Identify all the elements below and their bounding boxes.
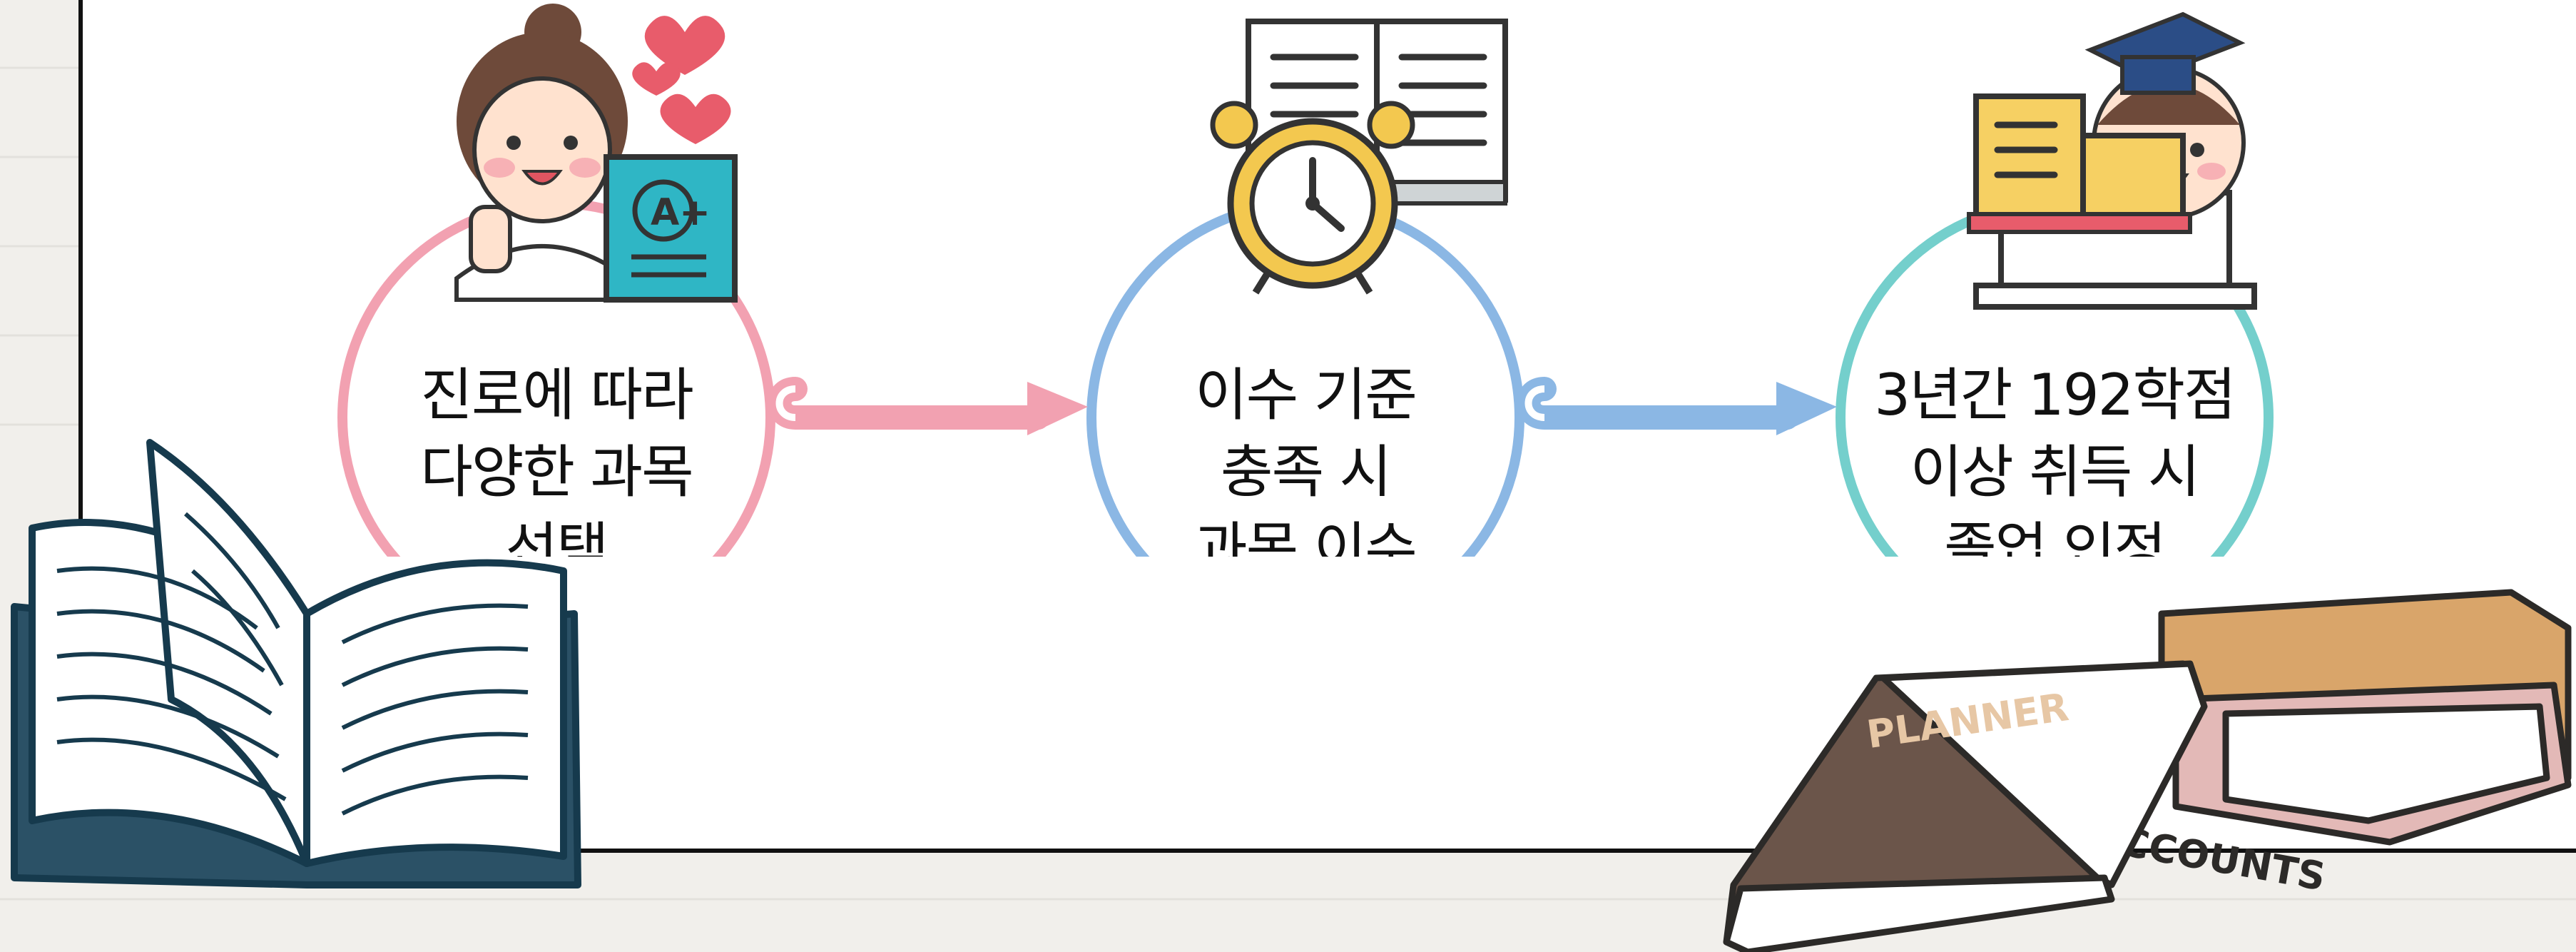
arrow-2-icon [1516, 377, 1837, 435]
step3-line2: 이상 취득 시 [1910, 439, 2201, 505]
student-with-grade-card-icon: A+ [454, 4, 738, 303]
white-overlay-strip [325, 557, 2393, 664]
step2-line1: 이수 기준 [1195, 362, 1417, 428]
arrow-1-icon [767, 377, 1088, 435]
step1-line2: 다양한 과목 [420, 439, 693, 505]
step3-line1: 3년간 192학점 [1874, 362, 2236, 428]
grade-card-text: A+ [651, 191, 711, 234]
step2-line2: 충족 시 [1220, 439, 1392, 505]
alarm-clock-and-book-icon [1210, 19, 1508, 295]
step1-line1: 진로에 따라 [420, 362, 693, 428]
open-books-illustration [11, 439, 581, 888]
stacked-books-illustration: ACCOUNTS PLANNER [1723, 589, 2572, 952]
graduate-with-book-icon [1967, 11, 2257, 310]
